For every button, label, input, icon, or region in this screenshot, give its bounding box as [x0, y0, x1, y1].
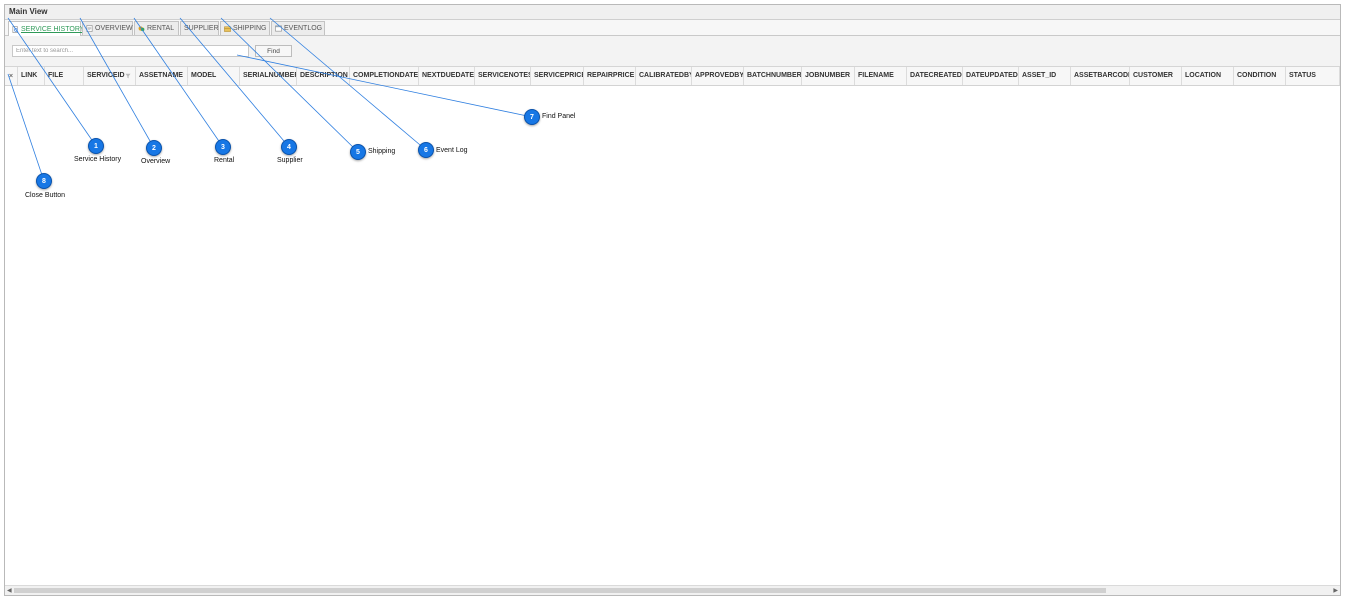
column-header-nextduedate[interactable]: NEXTDUEDATE — [419, 67, 475, 85]
shipping-box-icon — [224, 26, 231, 32]
callout-label: Close Button — [25, 192, 66, 199]
column-header-link[interactable]: LINK — [18, 67, 45, 85]
callout-marker: 8 — [36, 173, 52, 189]
column-header-model[interactable]: MODEL — [188, 67, 240, 85]
overview-document-icon — [86, 25, 93, 32]
callout-marker: 2 — [146, 140, 162, 156]
tab-eventlog[interactable]: EVENTLOG — [271, 21, 325, 35]
column-header-file[interactable]: FILE — [45, 67, 84, 85]
column-header-approvedby[interactable]: APPROVEDBY — [692, 67, 744, 85]
tab-label: SUPPLIER — [184, 25, 219, 32]
main-view-window: Main View SERVICE HISTORY OVERVIEW RENTA… — [4, 4, 1341, 596]
column-header-dateupdated[interactable]: DATEUPDATED — [963, 67, 1019, 85]
column-header-datecreated[interactable]: DATECREATED — [907, 67, 963, 85]
column-header-completiondate[interactable]: COMPLETIONDATE — [350, 67, 419, 85]
tab-label: EVENTLOG — [284, 25, 323, 32]
callout-marker: 5 — [350, 144, 366, 160]
callout-label: Rental — [214, 157, 235, 164]
tab-shipping[interactable]: SHIPPING — [220, 21, 270, 35]
grid-header: LINK FILE SERVICEID ASSETNAME MODEL SERI… — [5, 67, 1340, 86]
tab-label: SERVICE HISTORY — [21, 25, 85, 33]
column-header-asset-id[interactable]: ASSET_ID — [1019, 67, 1071, 85]
callout-marker: 4 — [281, 139, 297, 155]
tab-supplier[interactable]: SUPPLIER — [180, 21, 219, 35]
column-header-condition[interactable]: CONDITION — [1234, 67, 1286, 85]
column-header-repairprice[interactable]: REPAIRPRICE — [584, 67, 636, 85]
find-panel: Find — [5, 36, 1340, 67]
callout-label: Find Panel — [542, 113, 576, 120]
tab-strip: SERVICE HISTORY OVERVIEW RENTAL SUPPLIER… — [5, 20, 1340, 36]
column-header-calibratedby[interactable]: CALIBRATEDBY — [636, 67, 692, 85]
scrollbar-thumb[interactable] — [14, 588, 1106, 593]
window-title: Main View — [9, 7, 48, 16]
callout-label: Event Log — [436, 147, 468, 154]
column-header-label: SERVICEID — [87, 72, 125, 79]
callout-label: Shipping — [368, 148, 396, 155]
column-header-filename[interactable]: FILENAME — [855, 67, 907, 85]
filter-icon — [125, 73, 131, 79]
tab-label: OVERVIEW — [95, 25, 133, 32]
callout-label: Overview — [141, 158, 171, 165]
tab-overview[interactable]: OVERVIEW — [82, 21, 133, 35]
callout-label: Supplier — [277, 157, 303, 164]
scroll-left-icon[interactable]: ◀ — [7, 588, 12, 594]
tab-label: SHIPPING — [233, 25, 267, 32]
scroll-right-icon[interactable]: ▶ — [1333, 588, 1338, 594]
column-header-status[interactable]: STATUS — [1286, 67, 1340, 85]
tab-rental[interactable]: RENTAL — [134, 21, 179, 35]
column-header-batchnumber[interactable]: BATCHNUMBER — [744, 67, 802, 85]
column-header-serviceprice[interactable]: SERVICEPRICE — [531, 67, 584, 85]
callout-marker: 7 — [524, 109, 540, 125]
title-bar: Main View — [5, 5, 1340, 20]
column-header-location[interactable]: LOCATION — [1182, 67, 1234, 85]
column-chooser-button[interactable] — [5, 67, 18, 85]
column-header-customer[interactable]: CUSTOMER — [1130, 67, 1182, 85]
callout-marker: 3 — [215, 139, 231, 155]
column-header-serialnumber[interactable]: SERIALNUMBER — [240, 67, 297, 85]
grid-body — [5, 86, 1340, 586]
find-button[interactable]: Find — [255, 45, 292, 57]
close-icon — [9, 73, 13, 78]
column-header-assetname[interactable]: ASSETNAME — [136, 67, 188, 85]
tab-service-history[interactable]: SERVICE HISTORY — [8, 21, 85, 36]
rental-icon — [138, 26, 145, 32]
column-header-servicenotes[interactable]: SERVICENOTES — [475, 67, 531, 85]
event-log-icon — [275, 25, 282, 32]
search-input[interactable] — [12, 45, 249, 57]
column-header-description[interactable]: DESCRIPTION — [297, 67, 350, 85]
callout-marker: 1 — [88, 138, 104, 154]
column-header-jobnumber[interactable]: JOBNUMBER — [802, 67, 855, 85]
tab-label: RENTAL — [147, 25, 175, 32]
callout-marker: 6 — [418, 142, 434, 158]
column-header-serviceid[interactable]: SERVICEID — [84, 67, 136, 85]
horizontal-scrollbar[interactable]: ◀ ▶ — [5, 585, 1340, 595]
callout-label: Service History — [74, 156, 122, 163]
column-header-assetbarcode[interactable]: ASSETBARCODE — [1071, 67, 1130, 85]
document-search-icon — [12, 25, 19, 33]
